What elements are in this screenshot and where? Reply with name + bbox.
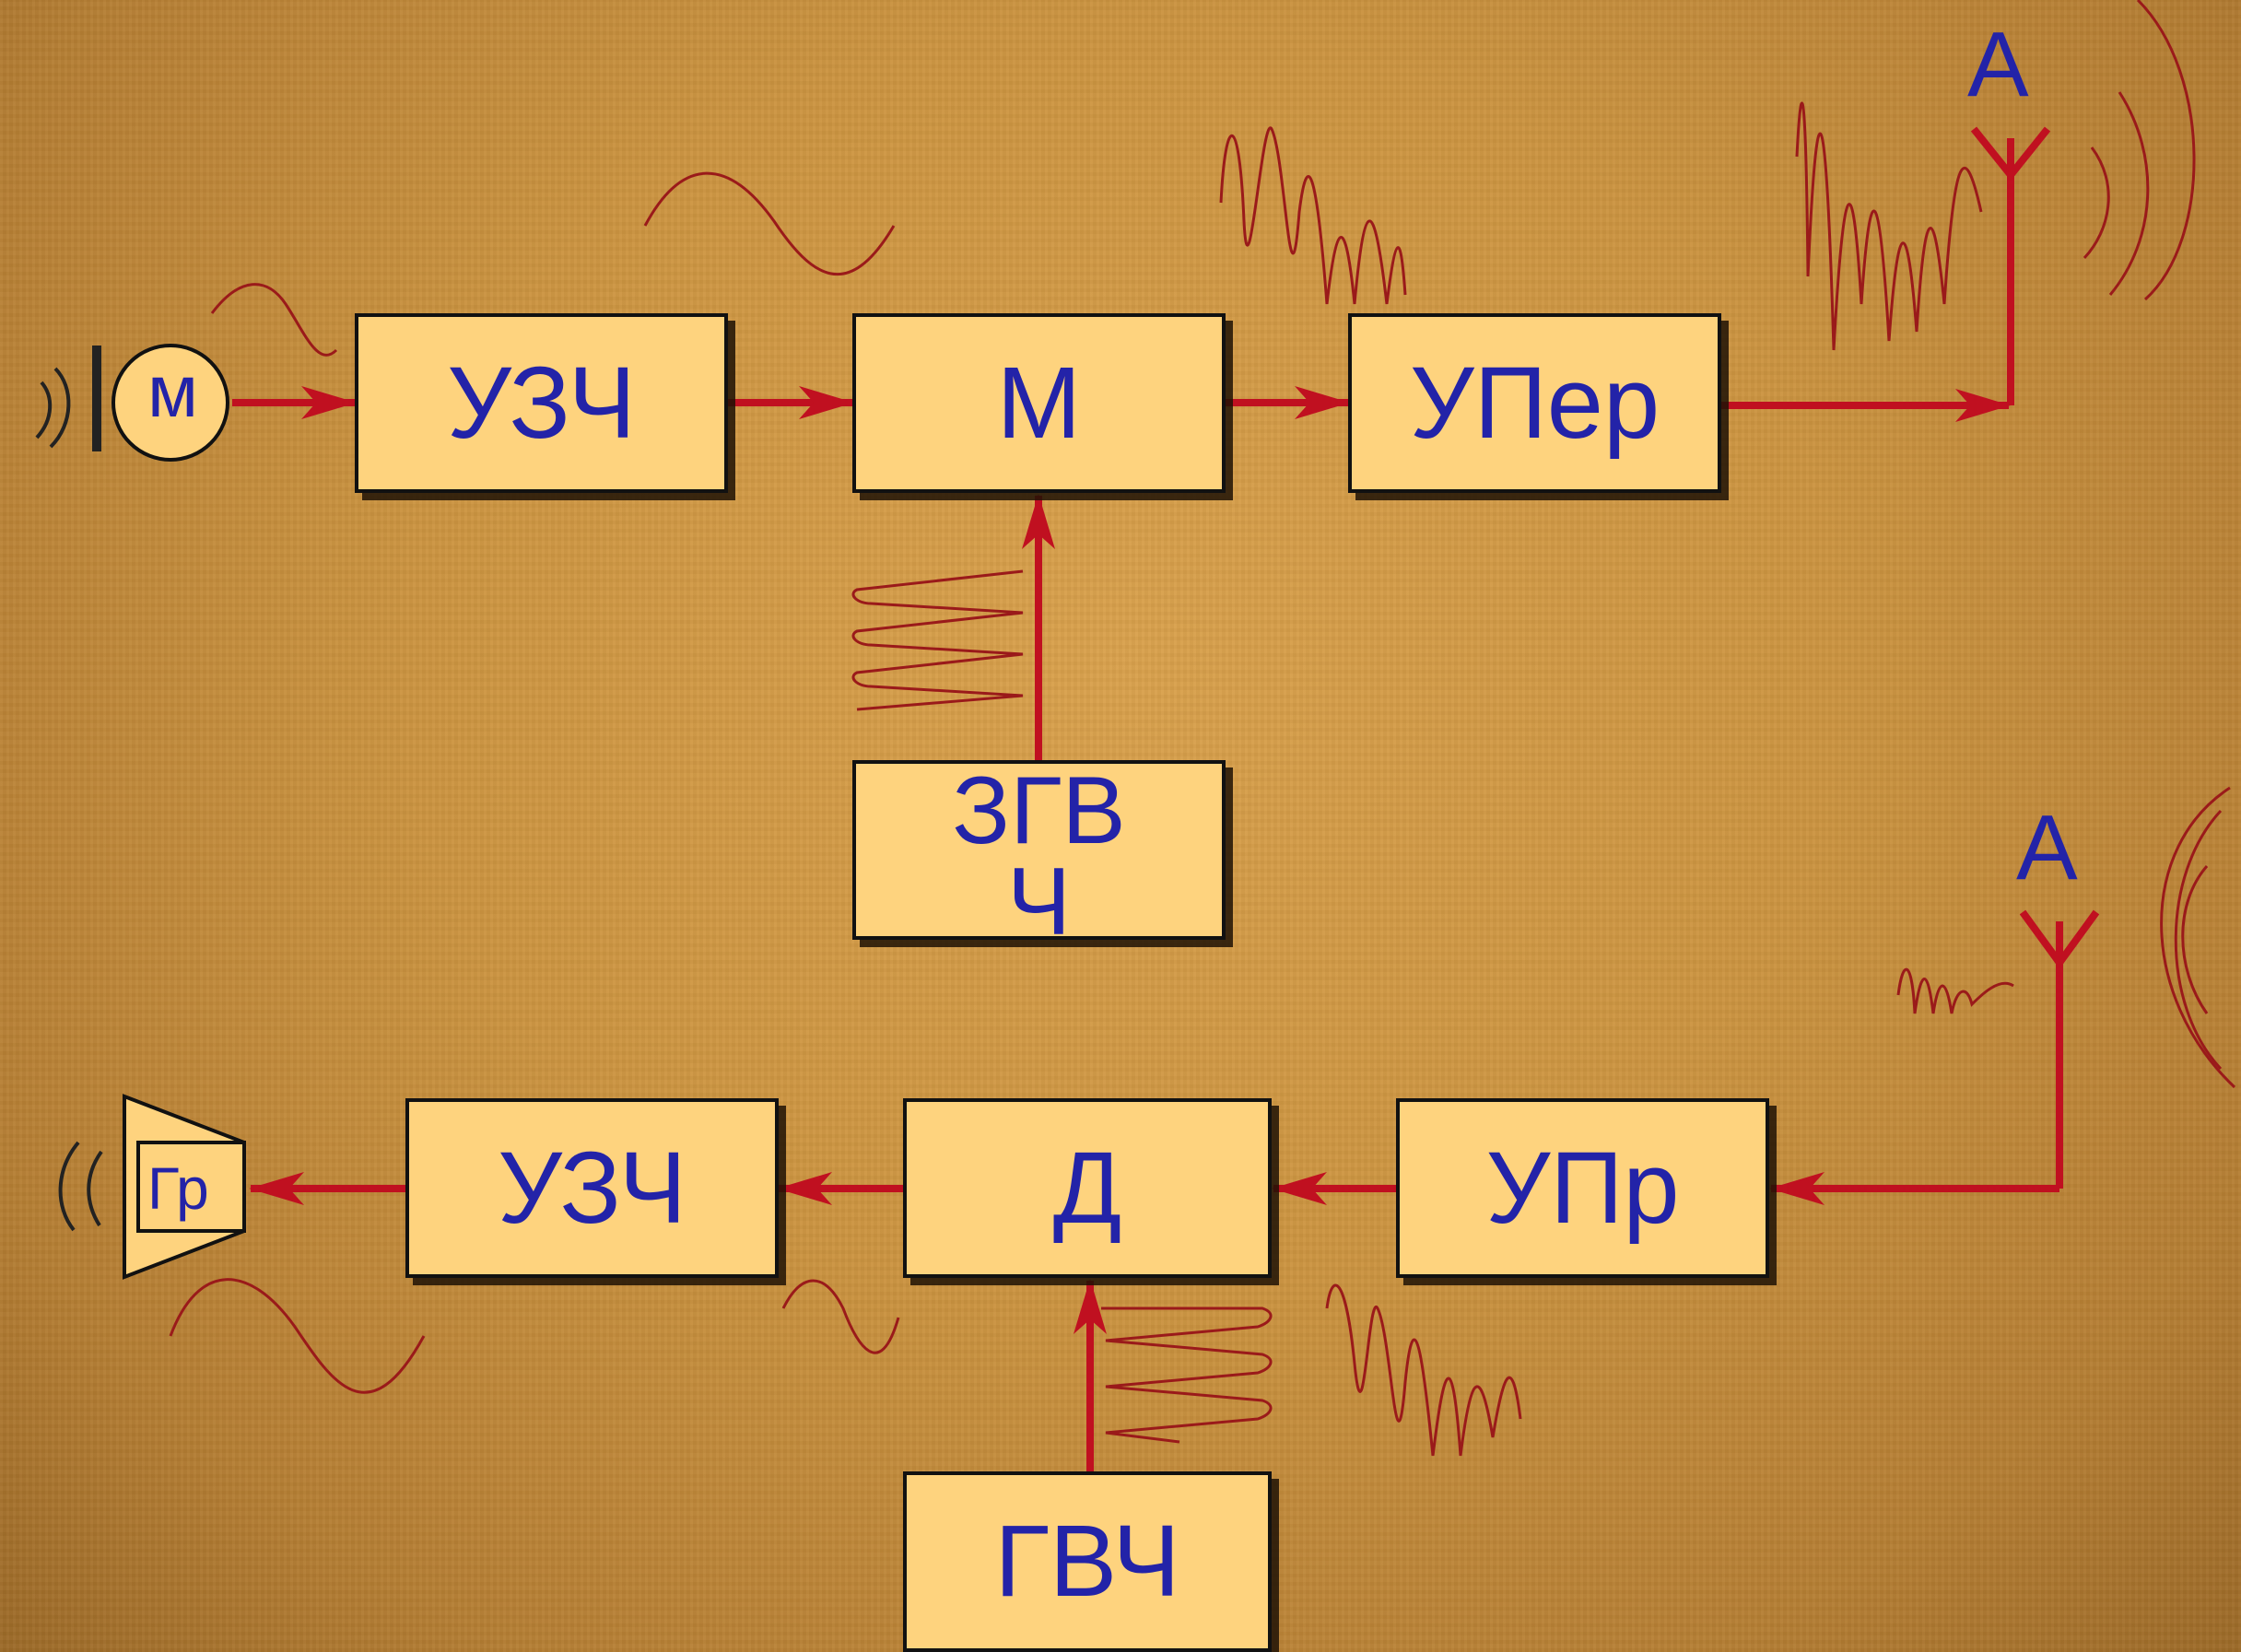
block-uper: УПер: [1348, 313, 1721, 493]
block-upr: УПр: [1396, 1098, 1769, 1278]
wave-rf-rx: [1325, 1283, 1522, 1457]
wave-rx-small: [1896, 967, 2014, 1014]
wave-modulated-tx: [1219, 126, 1407, 305]
antenna-tx-head: [1970, 126, 2051, 182]
block-uzch-rx: УЗЧ: [405, 1098, 779, 1278]
radio-arc-tx-1: [2083, 146, 2110, 260]
mic-label: м: [147, 350, 198, 432]
antenna-rx-label: А: [2016, 796, 2078, 899]
wave-audio-large-tx: [643, 171, 896, 276]
radio-arc-tx-2: [2108, 91, 2150, 296]
radio-arc-rx-1: [2181, 865, 2209, 1014]
antenna-tx-label: А: [1967, 13, 2029, 116]
block-zgvch-line1: ЗГВ: [952, 757, 1126, 864]
block-uzch-tx: УЗЧ: [355, 313, 728, 493]
speaker-label: Гр: [147, 1155, 209, 1222]
wave-carrier-rx: [1101, 1306, 1273, 1444]
radio-arc-tx-3: [2136, 0, 2196, 301]
antenna-rx-head: [2019, 909, 2100, 969]
microphone-icon: [35, 344, 229, 462]
block-modulator: М: [852, 313, 1226, 493]
speaker-icon: [58, 1094, 246, 1280]
radio-arc-rx-3: [2160, 786, 2236, 1089]
wave-audio-rx-small: [781, 1279, 900, 1354]
wave-carrier-tx: [851, 569, 1024, 711]
block-gvch: ГВЧ: [903, 1471, 1272, 1652]
block-zgvch: ЗГВ Ч: [852, 757, 1226, 950]
wave-audio-rx-large: [169, 1278, 426, 1394]
block-zgvch-line2: Ч: [1006, 848, 1072, 955]
wave-audio-small-tx: [210, 283, 338, 357]
radio-arc-rx-2: [2174, 809, 2223, 1071]
wave-rf-tx-out: [1795, 101, 1983, 351]
block-detector: Д: [903, 1098, 1272, 1278]
